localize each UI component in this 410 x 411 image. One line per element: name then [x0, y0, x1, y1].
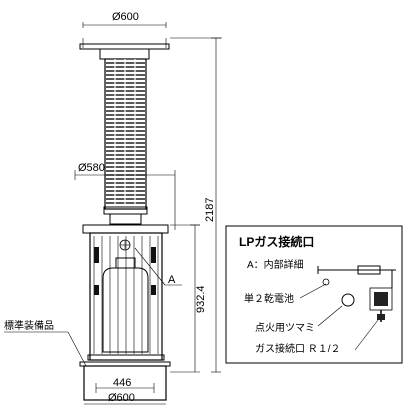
lower-cabinet [82, 224, 169, 361]
top-cap [79, 43, 170, 60]
tube-grille [106, 59, 145, 207]
inner-width-dimension: 446 [95, 377, 155, 393]
base-width-dimension: Ø600 [84, 392, 166, 405]
base [79, 361, 171, 401]
base-width-label: Ø600 [108, 392, 135, 404]
glass-tube [103, 58, 148, 225]
inner-width-label: 446 [113, 377, 131, 389]
cabinet-bars [93, 236, 159, 354]
top-width-dimension: Ø600 [82, 11, 167, 48]
lower-height-dimension: 932.4 [170, 224, 207, 373]
detail-title: LPガス接続口 [239, 234, 314, 249]
mid-width-label: Ø580 [78, 162, 105, 174]
a-marker: A [134, 247, 182, 286]
detail-subtitle: A：内部詳細 [247, 258, 304, 271]
detail-box: LPガス接続口 A：内部詳細 単２乾電池 点火用ツマミ ガス接続口 Ｒ１/２ [225, 225, 403, 364]
lower-height-label: 932.4 [195, 285, 207, 313]
ignition-knob-label: 点火用ツマミ [255, 322, 315, 334]
a-marker-label: A [168, 274, 176, 286]
standard-equipment-label: 標準装備品 [4, 319, 54, 332]
valve-assembly [369, 287, 393, 322]
standard-equipment-callout: 標準装備品 [4, 319, 87, 367]
battery-label: 単２乾電池 [244, 292, 294, 305]
top-width-label: Ø600 [112, 11, 139, 23]
total-height-dimension: 2187 [170, 37, 222, 373]
total-height-label: 2187 [204, 198, 216, 222]
mid-width-dimension: Ø580 [74, 162, 176, 230]
gas-inlet-label: ガス接続口 Ｒ１/２ [255, 342, 341, 355]
